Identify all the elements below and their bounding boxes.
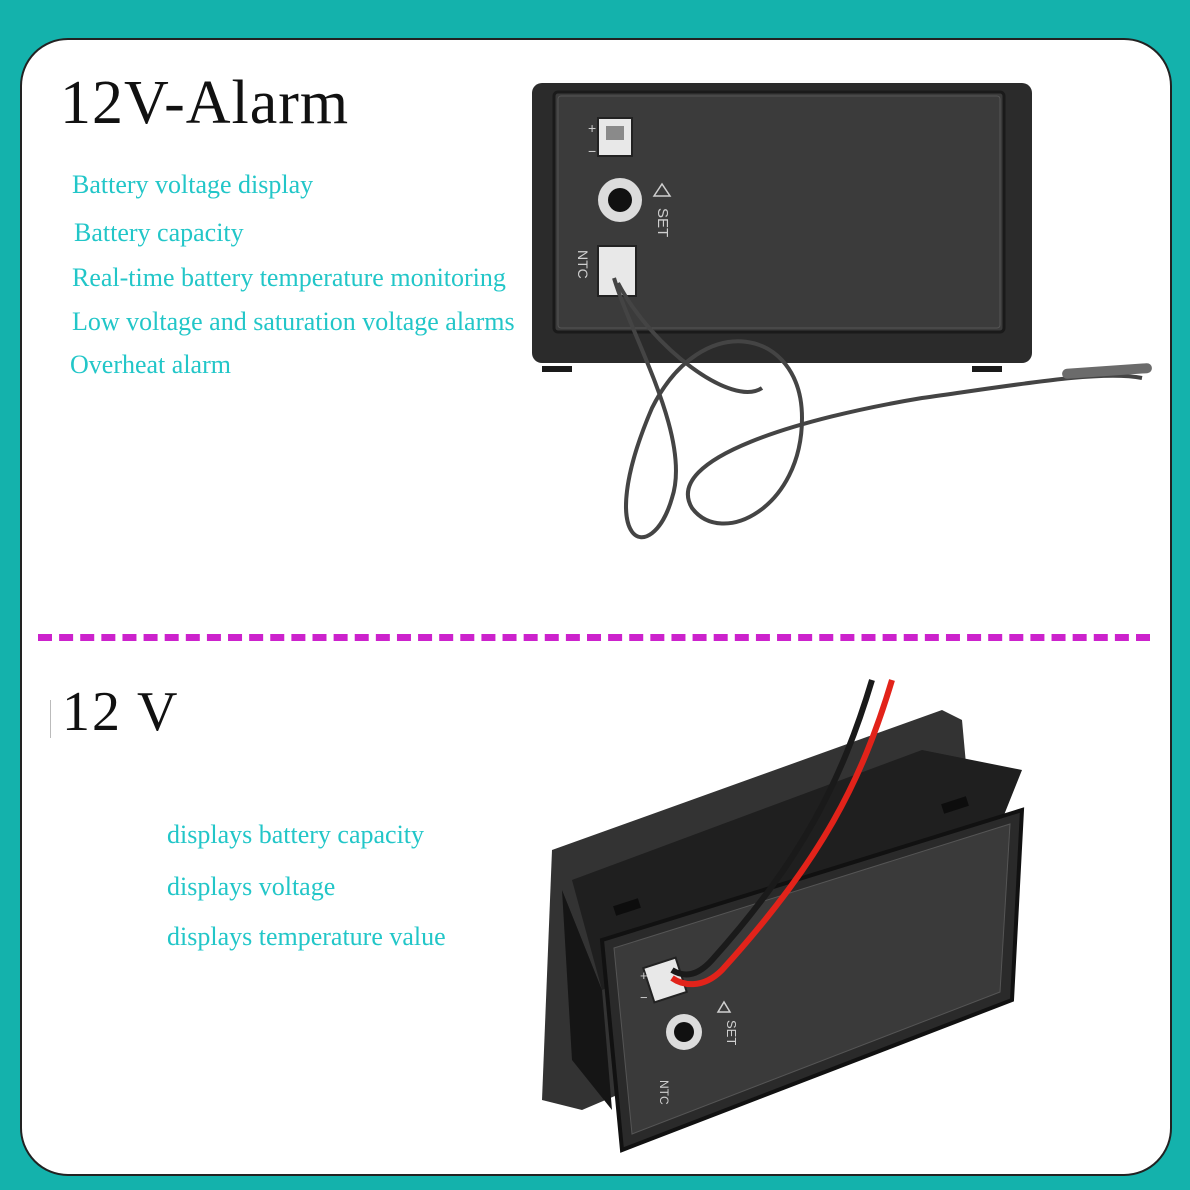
- bottom-plus-label: +: [640, 968, 648, 983]
- bottom-feature-1: displays battery capacity: [167, 820, 425, 849]
- bottom-set-label: SET: [724, 1020, 739, 1045]
- top-set-label: SET: [654, 208, 671, 237]
- top-feature-3: Real-time battery temperature monitoring: [72, 263, 506, 292]
- top-minus-label: −: [588, 143, 596, 159]
- bottom-title: 12 V: [62, 681, 180, 743]
- product-card: 12V-Alarm Battery voltage display Batter…: [20, 38, 1172, 1176]
- bottom-black-wire: [670, 679, 875, 978]
- top-device-panel: [552, 90, 1006, 334]
- bottom-set-arrow-icon: [716, 1000, 732, 1013]
- bottom-feature-3: displays temperature value: [167, 922, 446, 951]
- top-feature-2: Battery capacity: [74, 218, 244, 247]
- top-plus-label: +: [588, 120, 596, 136]
- bottom-ntc-label: NTC: [657, 1080, 671, 1105]
- bottom-red-wire: [670, 679, 895, 988]
- top-device-image: + − SET NTC: [532, 83, 1152, 540]
- top-feature-4: Low voltage and saturation voltage alarm…: [72, 307, 515, 336]
- bottom-minus-label: −: [640, 990, 648, 1005]
- section-divider: [38, 634, 1150, 641]
- top-set-arrow-icon: [652, 182, 672, 197]
- bottom-device-image: + − SET NTC: [542, 679, 1025, 1153]
- top-title: 12V-Alarm: [60, 69, 350, 137]
- top-feature-1: Battery voltage display: [72, 170, 314, 199]
- bottom-feature-2: displays voltage: [167, 872, 336, 901]
- top-power-connector: [597, 117, 633, 157]
- top-temperature-probe: [1062, 363, 1152, 379]
- top-ntc-label: NTC: [575, 250, 591, 279]
- top-sensor-cable: [612, 277, 1143, 540]
- top-feature-5: Overheat alarm: [70, 350, 231, 379]
- title-mark: [50, 700, 51, 738]
